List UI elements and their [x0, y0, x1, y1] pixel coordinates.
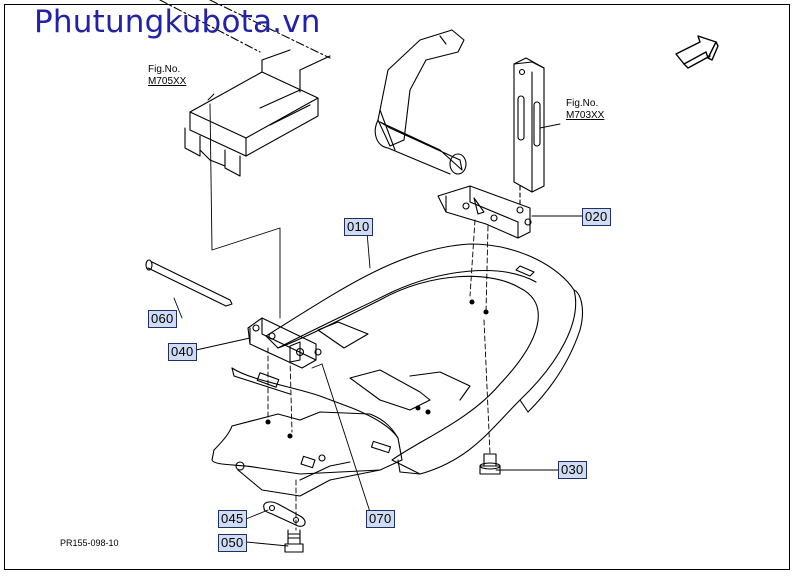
leader-lines [173, 93, 583, 547]
link-plate-045 [263, 501, 306, 527]
direction-arrow-icon [675, 35, 719, 69]
bolt-050 [284, 529, 304, 553]
bolt-030 [479, 453, 501, 475]
callout-010[interactable]: 010 [344, 218, 373, 236]
callout-045[interactable]: 045 [218, 510, 247, 528]
callout-060[interactable]: 060 [148, 310, 177, 328]
figure-reference-code: M705XX [148, 76, 187, 87]
mounting-bracket-020 [437, 185, 532, 239]
callout-040[interactable]: 040 [168, 343, 197, 361]
figure-reference-label: Fig.No. [566, 98, 599, 109]
floor-tray-010 [211, 243, 583, 497]
callout-030[interactable]: 030 [558, 461, 587, 479]
figure-reference-m703: Fig.No. M703XX [566, 98, 604, 122]
pin-060 [145, 259, 233, 307]
callout-070[interactable]: 070 [366, 510, 395, 528]
figure-reference-code: M703XX [566, 110, 605, 121]
figure-reference-m705: Fig.No. M705XX [148, 64, 186, 88]
watermark: Phutungkubota.vn [34, 4, 321, 40]
callout-050[interactable]: 050 [218, 534, 247, 552]
upright-slotted-bracket [513, 57, 545, 205]
figure-reference-label: Fig.No. [148, 64, 181, 75]
callout-020[interactable]: 020 [582, 208, 611, 226]
hinge-bracket-040 [247, 317, 322, 369]
diagram-frame [4, 4, 790, 570]
upper-frame-assembly [159, 0, 467, 177]
diagram-reference-code: PR155-098-10 [60, 538, 119, 548]
